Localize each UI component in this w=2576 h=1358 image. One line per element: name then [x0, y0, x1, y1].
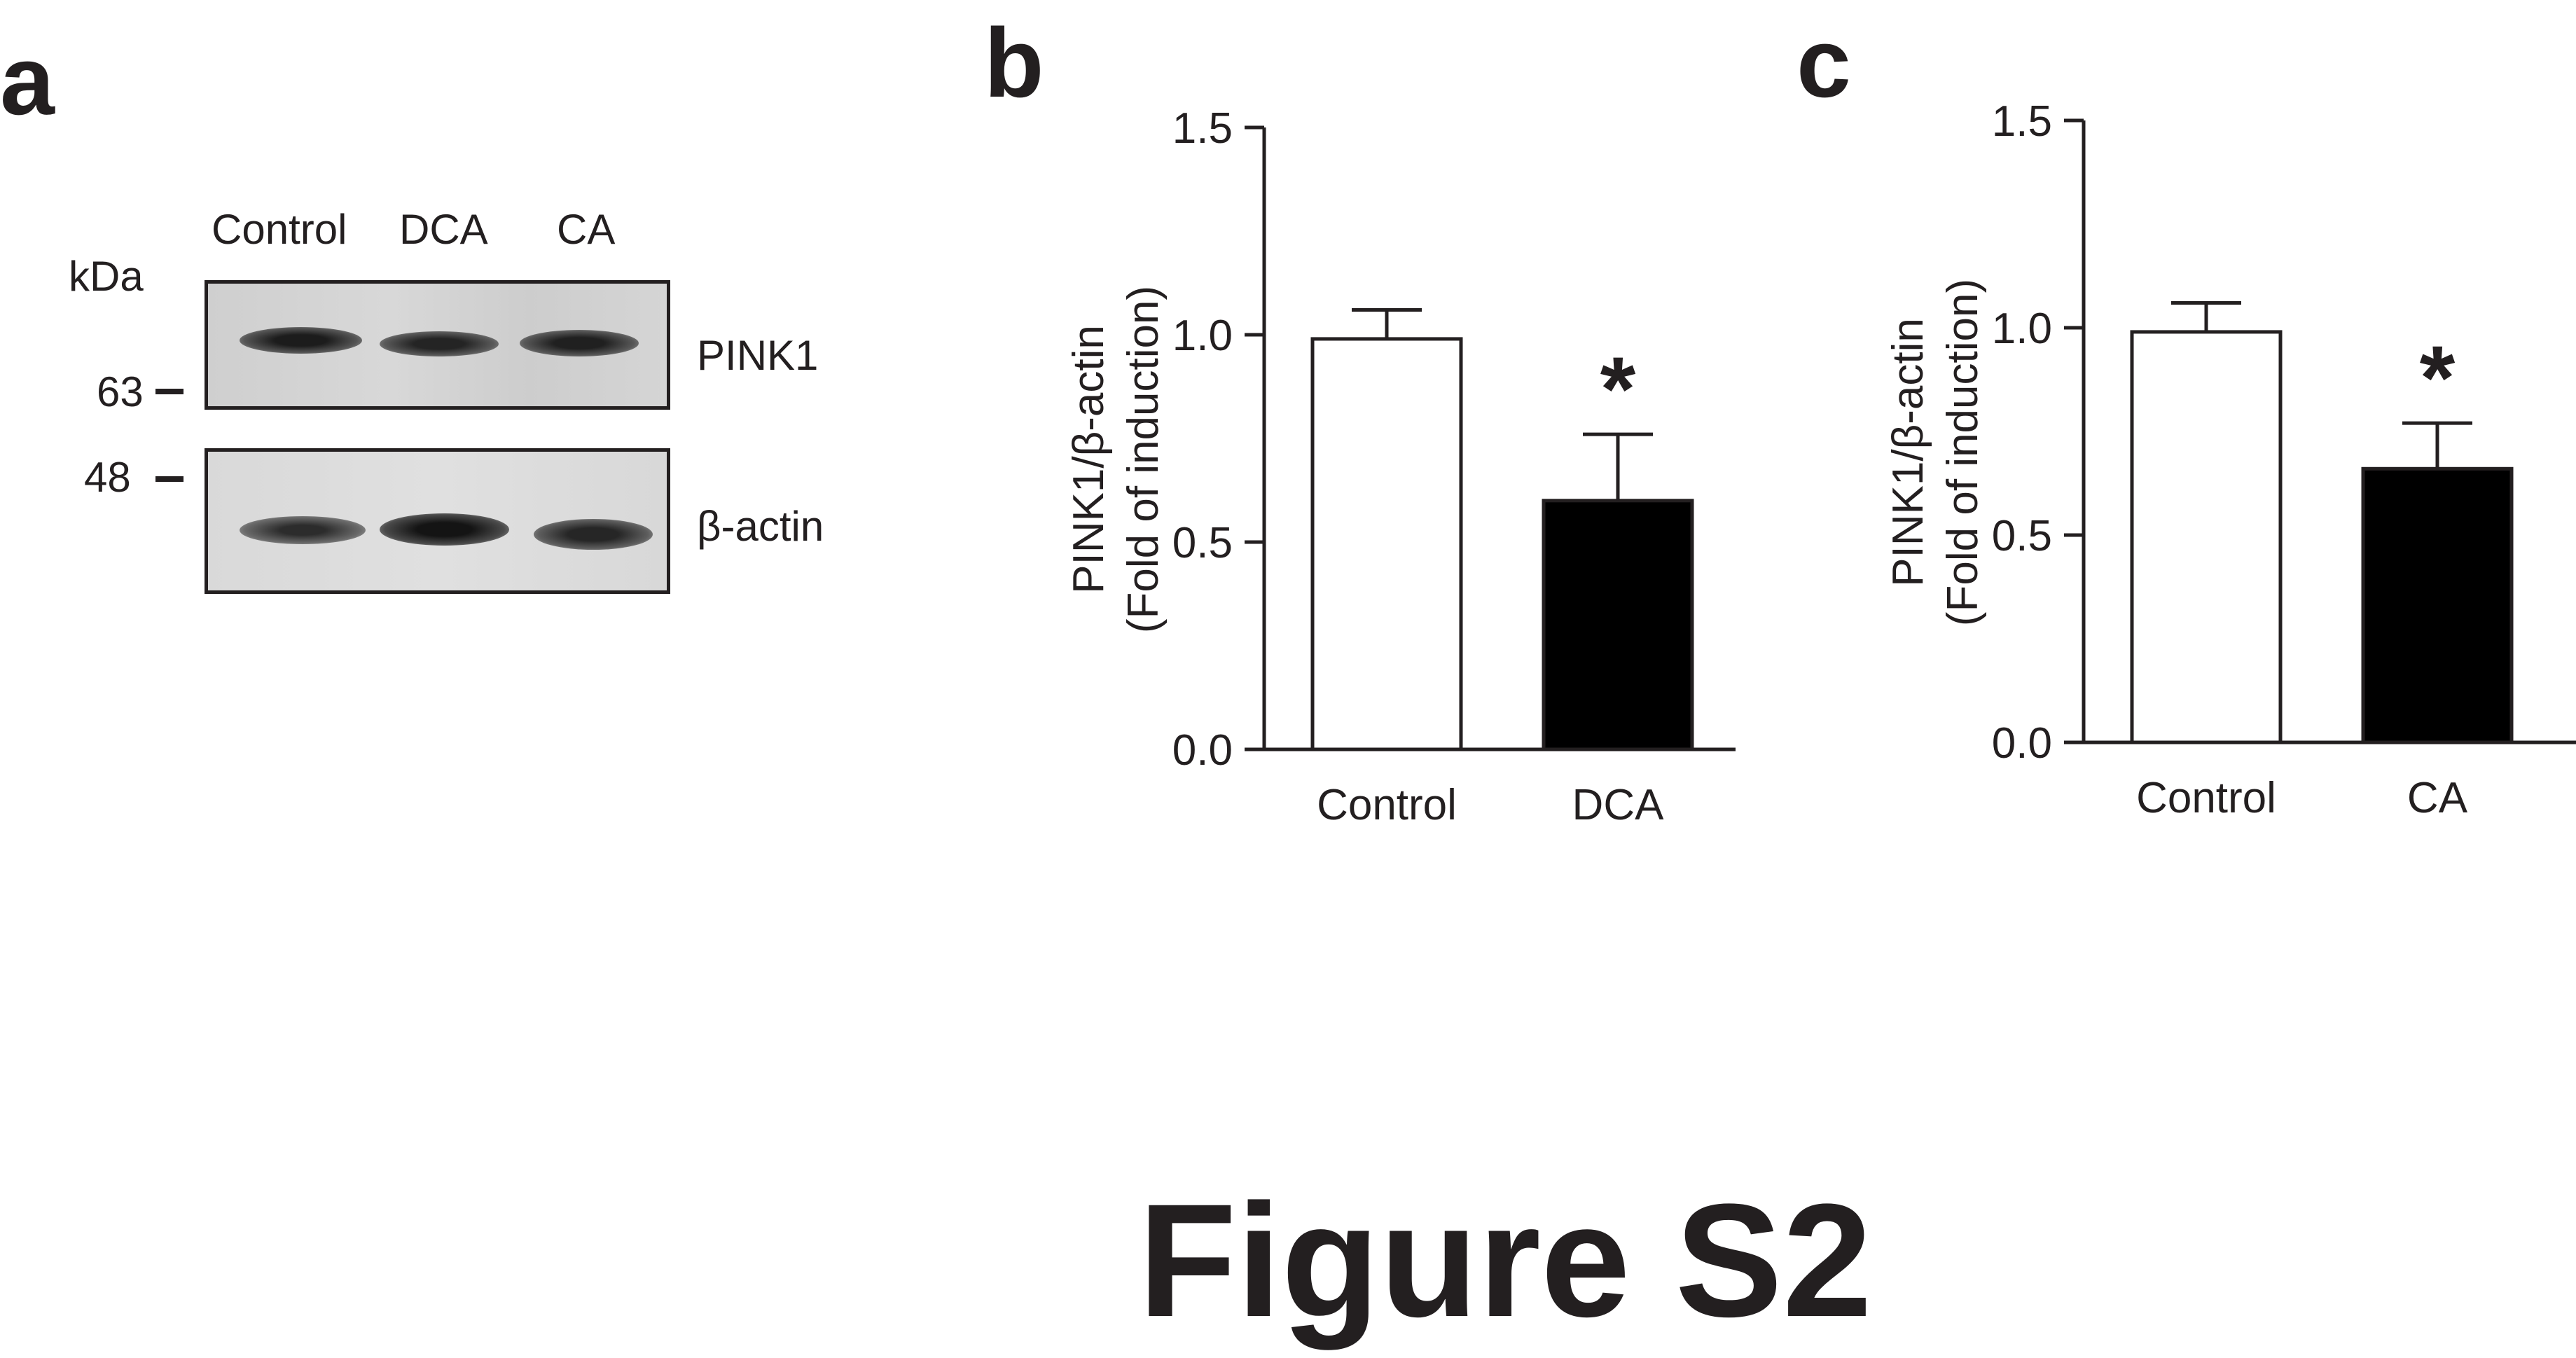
- figure-title: Figure S2: [1138, 1170, 1873, 1350]
- bar-dca: [1542, 499, 1694, 751]
- marker-48-label: 48: [84, 454, 131, 501]
- pink1-band-ca: [520, 330, 639, 356]
- error-bar-control: [2171, 300, 2241, 332]
- bar-control: [2130, 330, 2283, 744]
- bar-control: [1310, 337, 1463, 751]
- x-tick-label-control: Control: [1317, 781, 1457, 829]
- beta-actin-blot-image: [205, 448, 670, 594]
- y-axis-label: PINK1/β-actin(Fold of induction): [1065, 286, 1168, 633]
- beta-actin-label: β-actin: [697, 503, 824, 550]
- lane-label-control: Control: [212, 206, 347, 253]
- y-tick-label-0.5: 0.5: [1172, 519, 1233, 567]
- marker-48-tick: [155, 476, 183, 482]
- x-tick-label-ca: CA: [2407, 774, 2468, 822]
- y-axis-label-line-1: PINK1/β-actin: [1884, 318, 1932, 587]
- error-bar-ca: [2402, 421, 2472, 469]
- significance-asterisk-dca: *: [1600, 338, 1636, 440]
- y-axis-label: PINK1/β-actin(Fold of induction): [1884, 279, 1987, 626]
- kda-label: kDa: [69, 253, 144, 300]
- beta-actin-band-control: [240, 516, 366, 544]
- pink1-band-dca: [380, 331, 499, 356]
- bar-ca: [2361, 466, 2514, 744]
- y-tick-label-1.5: 1.5: [1172, 104, 1233, 153]
- panel-a-label: a: [0, 25, 55, 135]
- y-axis-label-line-1: PINK1/β-actin: [1065, 325, 1113, 594]
- beta-actin-band-ca: [534, 519, 653, 550]
- pink1-label: PINK1: [697, 332, 819, 379]
- pink1-blot-image: [205, 280, 670, 410]
- pink1-band-control: [240, 327, 362, 354]
- y-axis-label-line-2: (Fold of induction): [1119, 286, 1168, 633]
- marker-63-label: 63: [97, 368, 144, 415]
- y-axis-label-line-2: (Fold of induction): [1939, 279, 1987, 626]
- lane-label-dca: DCA: [399, 206, 488, 253]
- x-tick-label-control: Control: [2136, 774, 2276, 822]
- y-tick-label-0.0: 0.0: [1172, 726, 1233, 775]
- x-tick-label-dca: DCA: [1572, 781, 1665, 829]
- lane-label-ca: CA: [557, 206, 616, 253]
- panel-b-label: b: [984, 8, 1044, 118]
- y-tick-label-1.5: 1.5: [1992, 97, 2052, 146]
- y-tick-label-1.0: 1.0: [1992, 305, 2052, 353]
- panel-c-label: c: [1796, 8, 1851, 118]
- marker-63-tick: [155, 389, 183, 394]
- y-tick-label-1.0: 1.0: [1172, 312, 1233, 360]
- y-tick-label-0.0: 0.0: [1992, 719, 2052, 768]
- y-tick-label-0.5: 0.5: [1992, 512, 2052, 560]
- error-bar-control: [1352, 307, 1422, 339]
- significance-asterisk-ca: *: [2420, 326, 2456, 429]
- error-bar-dca: [1583, 432, 1653, 501]
- beta-actin-band-dca: [380, 513, 509, 546]
